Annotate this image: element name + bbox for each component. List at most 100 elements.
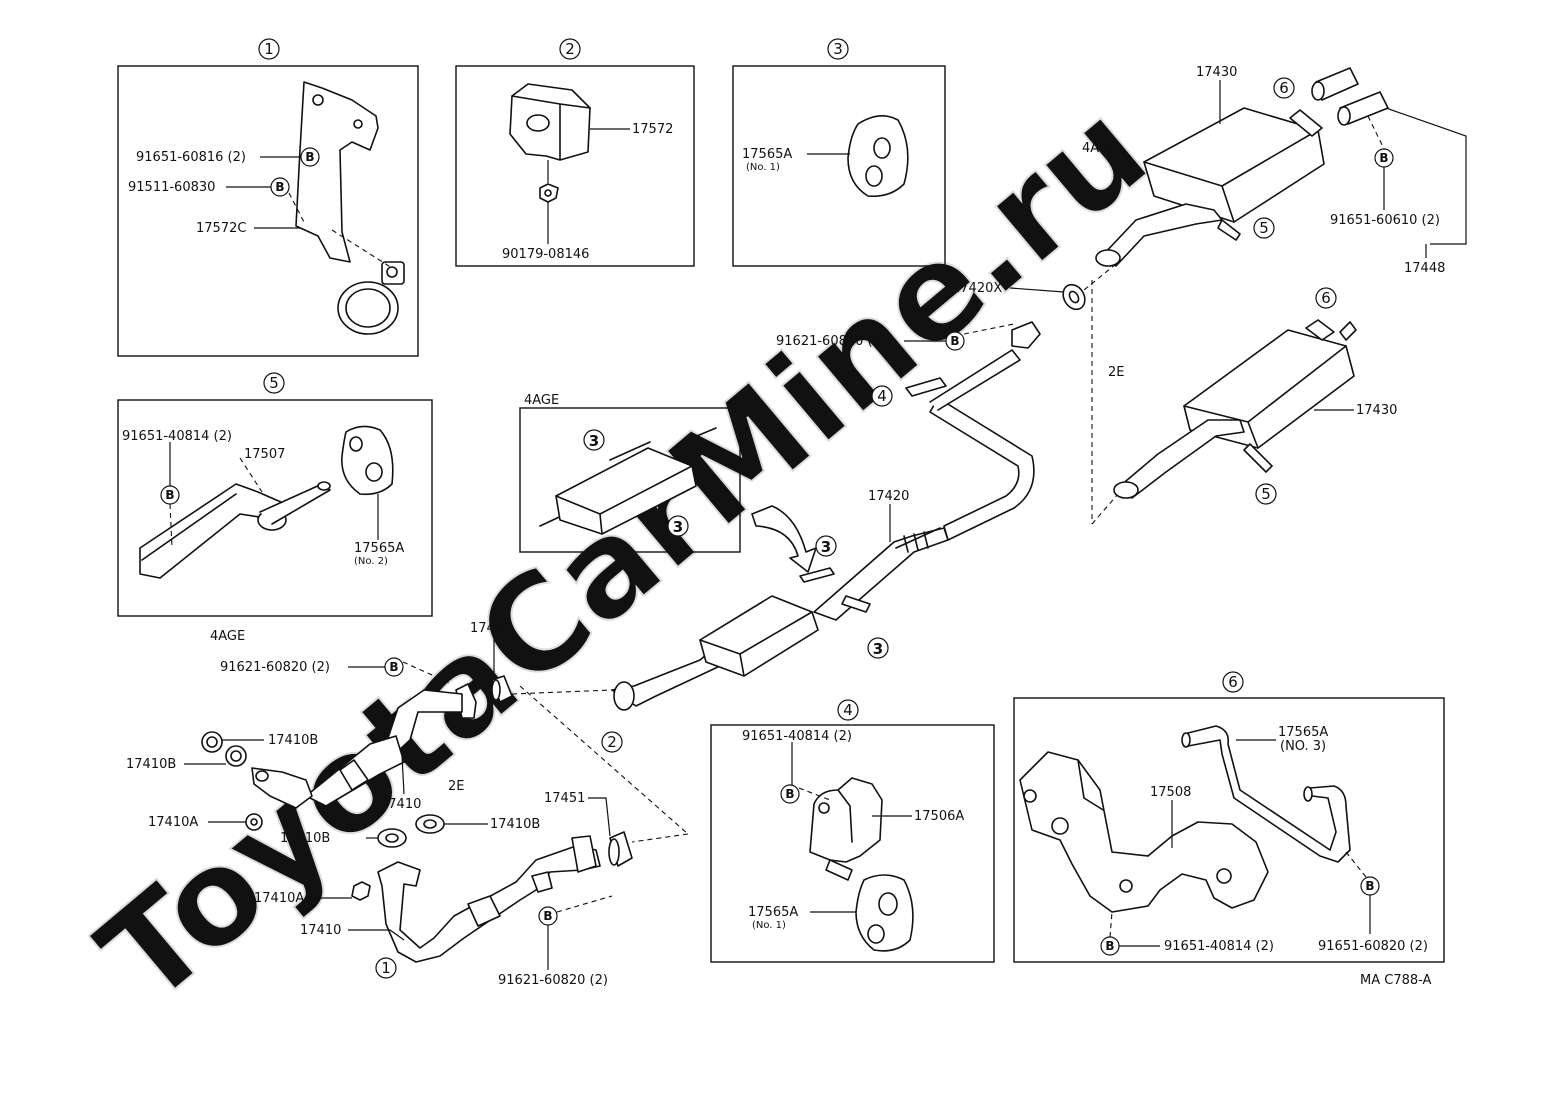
view-number-5-top: 5: [263, 372, 285, 394]
label-91621-60820-2e: 91621-60820 (2): [498, 973, 608, 988]
label-91651-60816: 91651-60816 (2): [136, 150, 246, 165]
svg-text:2: 2: [607, 733, 617, 751]
label-17565A-no1-box3: 17565A: [742, 147, 792, 162]
svg-text:B: B: [950, 334, 959, 348]
label-17410B-b: 17410B: [126, 757, 176, 772]
svg-text:B: B: [165, 488, 174, 502]
svg-text:5: 5: [1261, 485, 1271, 503]
engine-tag-4age-inset: 4AGE: [524, 393, 559, 408]
fastener-b-box5: B: [160, 485, 180, 505]
hanger-hook-4: [905, 377, 947, 397]
label-17565A-no1-box4: 17565A: [748, 905, 798, 920]
svg-text:2: 2: [565, 40, 575, 58]
hanger-rubber-17565A-no1-box4: [855, 874, 914, 952]
view-number-3-inset-b: 3: [667, 515, 689, 537]
washer-17410A-b: [351, 881, 371, 901]
center-pipe-17420: [611, 321, 1041, 711]
svg-text:1: 1: [381, 959, 391, 977]
hanger-bracket-17507: [139, 481, 331, 579]
label-17506A: 17506A: [914, 809, 964, 824]
svg-text:5: 5: [1259, 219, 1269, 237]
label-17451-top: 17451: [470, 621, 511, 636]
note-no2: (No. 2): [354, 556, 388, 567]
label-91651-40814-box4: 91651-40814 (2): [742, 729, 852, 744]
gasket-17420X: [1062, 283, 1086, 311]
svg-text:B: B: [305, 150, 314, 164]
label-17410A-b: 17410A: [254, 891, 304, 906]
label-91621-60820-center: 91621-60820 (2): [776, 334, 886, 349]
view-number-6-2e: 6: [1315, 287, 1337, 309]
svg-text:3: 3: [833, 40, 843, 58]
muffler-17430-2e: [1113, 319, 1357, 499]
svg-text:4: 4: [843, 701, 853, 719]
label-17430-4age: 17430: [1196, 65, 1237, 80]
svg-text:B: B: [389, 660, 398, 674]
washer-17410A-a: [245, 813, 263, 831]
front-pipe-17410-4age: [251, 683, 477, 809]
engine-tag-2e-left: 2E: [448, 779, 465, 794]
label-17508: 17508: [1150, 785, 1191, 800]
svg-text:3: 3: [821, 538, 831, 556]
label-91651-40814-box6: 91651-40814 (2): [1164, 939, 1274, 954]
hanger-rubber-17565A-no2: [341, 425, 394, 496]
detail-box-3: [732, 65, 946, 267]
svg-text:B: B: [1379, 151, 1388, 165]
svg-text:B: B: [1105, 939, 1114, 953]
view-number-3-center-a: 3: [815, 535, 837, 557]
label-17572: 17572: [632, 122, 673, 137]
view-number-4-top: 4: [837, 699, 859, 721]
nut-90179-08146: [539, 183, 559, 203]
detail-box-2: [455, 65, 695, 267]
label-17420X: 17420X: [952, 281, 1002, 296]
arrow-to-hanger-3: [751, 505, 817, 573]
label-91651-60820-box6: 91651-60820 (2): [1318, 939, 1428, 954]
svg-text:3: 3: [589, 432, 599, 450]
fastener-b-box6-left: B: [1100, 936, 1120, 956]
label-17410B-c: 17410B: [280, 831, 330, 846]
svg-text:3: 3: [673, 518, 683, 536]
fastener-b-2e-front: B: [538, 906, 558, 926]
bracket-17506A: [809, 777, 883, 881]
gasket-17451-top: [491, 675, 513, 703]
note-no1-box3: (No. 1): [746, 162, 780, 173]
fastener-b-box4: B: [780, 784, 800, 804]
view-number-1-pipe: 1: [375, 957, 397, 979]
inset-muffler: [539, 427, 717, 535]
hanger-rod-17565A-no3: [1181, 725, 1351, 863]
label-91621-60820-4age: 91621-60820 (2): [220, 660, 330, 675]
engine-tag-2e-right: 2E: [1108, 365, 1125, 380]
label-17448: 17448: [1404, 261, 1445, 276]
gasket-17410B-d: [415, 814, 445, 834]
view-number-1-top: 1: [258, 38, 280, 60]
detail-box-1: [117, 65, 419, 357]
view-number-6-top: 6: [1222, 671, 1244, 693]
view-number-2-pipe: 2: [601, 731, 623, 753]
tail-pipe-extensions-17448: [1311, 67, 1389, 126]
label-91651-40814-box5: 91651-40814 (2): [122, 429, 232, 444]
label-17410-lower: 17410: [300, 923, 341, 938]
label-17451-bottom: 17451: [544, 791, 585, 806]
gasket-17451-bottom: [608, 831, 633, 867]
svg-text:6: 6: [1321, 289, 1331, 307]
label-17430-2e: 17430: [1356, 403, 1397, 418]
label-17410B-d: 17410B: [490, 817, 540, 832]
view-number-3-inset-a: 3: [583, 429, 605, 451]
fastener-b-4age-tail: B: [1374, 148, 1394, 168]
label-17420: 17420: [868, 489, 909, 504]
detail-box-4: [710, 724, 995, 963]
label-17565A-no2: 17565A: [354, 541, 404, 556]
detail-box-4age-inset: [519, 407, 741, 553]
mount-block-17572: [509, 83, 591, 161]
clamp-ring: [337, 261, 405, 335]
note-no3: (NO. 3): [1280, 739, 1326, 754]
label-91651-60610: 91651-60610 (2): [1330, 213, 1440, 228]
detail-box-6: [1013, 697, 1445, 963]
svg-text:B: B: [785, 787, 794, 801]
label-17410-upper: 17410: [380, 797, 421, 812]
bracket-17572C: [295, 81, 379, 263]
view-number-4-center: 4: [871, 385, 893, 407]
view-number-3-center-b: 3: [867, 637, 889, 659]
fastener-b-center: B: [945, 331, 965, 351]
label-17572C: 17572C: [196, 221, 246, 236]
